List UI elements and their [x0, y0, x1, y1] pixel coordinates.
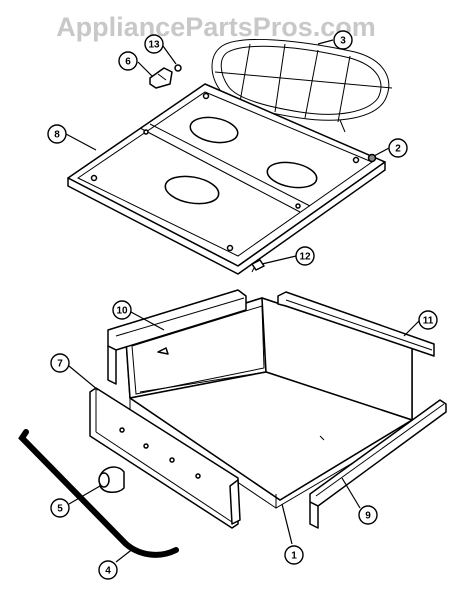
callout-2: 2	[388, 138, 408, 158]
svg-text:11: 11	[423, 316, 434, 327]
side-rail-right	[277, 291, 435, 357]
svg-text:6: 6	[125, 57, 131, 68]
nut	[367, 153, 377, 163]
screw	[251, 259, 265, 273]
callout-7: 7	[50, 353, 70, 373]
svg-text:5: 5	[57, 504, 63, 515]
callout-3: 3	[333, 30, 353, 50]
svg-text:12: 12	[299, 252, 311, 263]
callout-4: 4	[98, 560, 118, 580]
svg-text:4: 4	[105, 566, 111, 577]
svg-text:3: 3	[340, 36, 346, 47]
svg-text:8: 8	[54, 130, 60, 141]
svg-text:9: 9	[365, 511, 371, 522]
callout-5: 5	[50, 498, 70, 518]
callout-10: 10	[112, 300, 132, 320]
callout-13: 13	[144, 34, 164, 54]
leader-lines	[65, 39, 421, 563]
svg-text:7: 7	[57, 359, 63, 370]
callout-6: 6	[118, 51, 138, 71]
side-rail-bottom	[309, 399, 447, 529]
bracket	[149, 67, 173, 89]
drawer-knob	[98, 466, 125, 493]
side-rail-left	[107, 289, 247, 385]
screw-small	[174, 64, 182, 72]
drawer-handle	[18, 429, 179, 558]
svg-text:1: 1	[291, 551, 297, 562]
callout-11: 11	[418, 310, 438, 330]
callout-9: 9	[358, 505, 378, 525]
watermark-text: AppliancePartsPros.com	[56, 12, 376, 42]
callout-12: 12	[295, 246, 315, 266]
drawer-pan	[125, 297, 413, 509]
svg-text:10: 10	[116, 306, 128, 317]
cooktop	[67, 83, 386, 275]
svg-text:13: 13	[148, 40, 160, 51]
svg-text:2: 2	[395, 144, 401, 155]
callout-1: 1	[284, 545, 304, 565]
callout-8: 8	[47, 124, 67, 144]
